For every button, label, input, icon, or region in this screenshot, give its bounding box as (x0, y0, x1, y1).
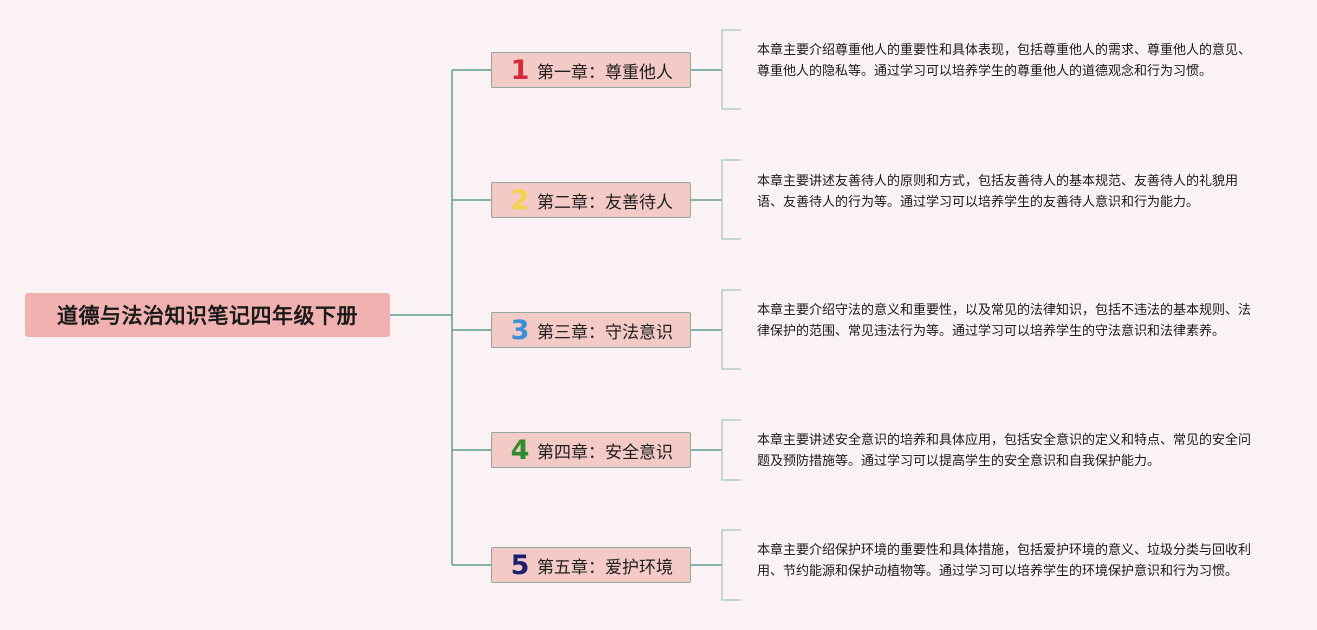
chapter-title-5: 第五章：爱护环境 (537, 557, 673, 578)
chapter-node-3[interactable]: 3 第三章：守法意识 (491, 312, 691, 348)
chapter-node-1[interactable]: 1 第一章：尊重他人 (491, 52, 691, 88)
chapter-description-1: 本章主要介绍尊重他人的重要性和具体表现，包括尊重他人的需求、尊重他人的意见、尊重… (757, 43, 1252, 79)
chapter-title-1: 第一章：尊重他人 (537, 62, 673, 83)
chapter-title-4: 第四章：安全意识 (537, 442, 673, 463)
bracket-1 (691, 29, 741, 110)
chapter-description-4: 本章主要讲述安全意识的培养和具体应用，包括安全意识的定义和特点、常见的安全问题及… (757, 433, 1252, 469)
chapter-node-4[interactable]: 4 第四章：安全意识 (491, 432, 691, 468)
chapter-title-2: 第二章：友善待人 (537, 192, 673, 213)
chapter-description-5: 本章主要介绍保护环境的重要性和具体措施，包括爱护环境的意义、垃圾分类与回收利用、… (757, 543, 1252, 579)
bracket-2 (691, 159, 741, 240)
chapter-number-3: 3 (510, 314, 530, 346)
chapter-node-5[interactable]: 5 第五章：爱护环境 (491, 547, 691, 583)
chapter-number-5: 5 (510, 549, 530, 581)
bracket-5 (691, 529, 741, 601)
chapter-title-3: 第三章：守法意识 (537, 322, 673, 343)
chapter-number-2: 2 (510, 184, 530, 216)
chapter-number-4: 4 (510, 434, 530, 466)
chapter-number-1: 1 (510, 54, 530, 86)
root-topic-node[interactable]: 道德与法治知识笔记四年级下册 (25, 293, 390, 337)
chapter-description-2: 本章主要讲述友善待人的原则和方式，包括友善待人的基本规范、友善待人的礼貌用语、友… (757, 174, 1239, 210)
root-topic-title: 道德与法治知识笔记四年级下册 (57, 304, 358, 328)
bracket-3 (691, 289, 741, 370)
chapter-description-3: 本章主要介绍守法的意义和重要性，以及常见的法律知识，包括不违法的基本规则、法律保… (757, 303, 1252, 339)
chapter-node-2[interactable]: 2 第二章：友善待人 (491, 182, 691, 218)
bracket-4 (691, 419, 741, 481)
